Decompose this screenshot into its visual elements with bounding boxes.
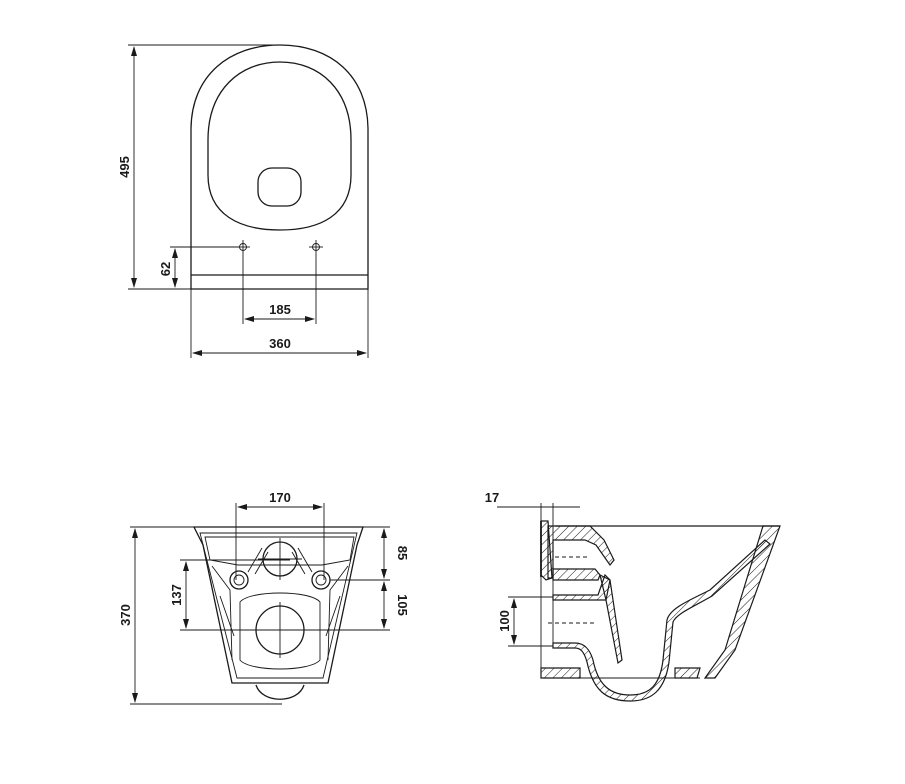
rear-view: 170 370 137 85 105	[118, 490, 410, 705]
dim-137-label: 137	[169, 584, 184, 606]
top-view: 495 62 185 360	[117, 44, 369, 358]
bowl-inner-outline	[207, 61, 352, 231]
bolt-hole-right	[311, 570, 331, 590]
fixing-hole-right-icon	[309, 240, 323, 254]
rear-outer-outline	[192, 526, 364, 684]
dim-17-label: 17	[485, 490, 499, 505]
dim-370-label: 370	[118, 604, 133, 626]
drain-opening	[257, 167, 302, 207]
dim-100-label: 100	[497, 610, 512, 632]
rear-bottom-curve	[255, 684, 305, 700]
dim-85-label: 85	[395, 546, 410, 560]
dim-495-label: 495	[117, 156, 132, 178]
dim-62-label: 62	[158, 262, 173, 276]
dim-185-label: 185	[269, 302, 291, 317]
bowl-outer-wall	[703, 525, 781, 679]
dim-360-label: 360	[269, 336, 291, 351]
inlet-wall-upper	[547, 525, 615, 579]
section-view: 17 100	[485, 490, 781, 702]
bolt-hole-left	[229, 570, 249, 590]
bowl-outer-outline	[190, 44, 369, 290]
dim-105-label: 105	[395, 594, 410, 616]
dim-170-label: 170	[269, 490, 291, 505]
